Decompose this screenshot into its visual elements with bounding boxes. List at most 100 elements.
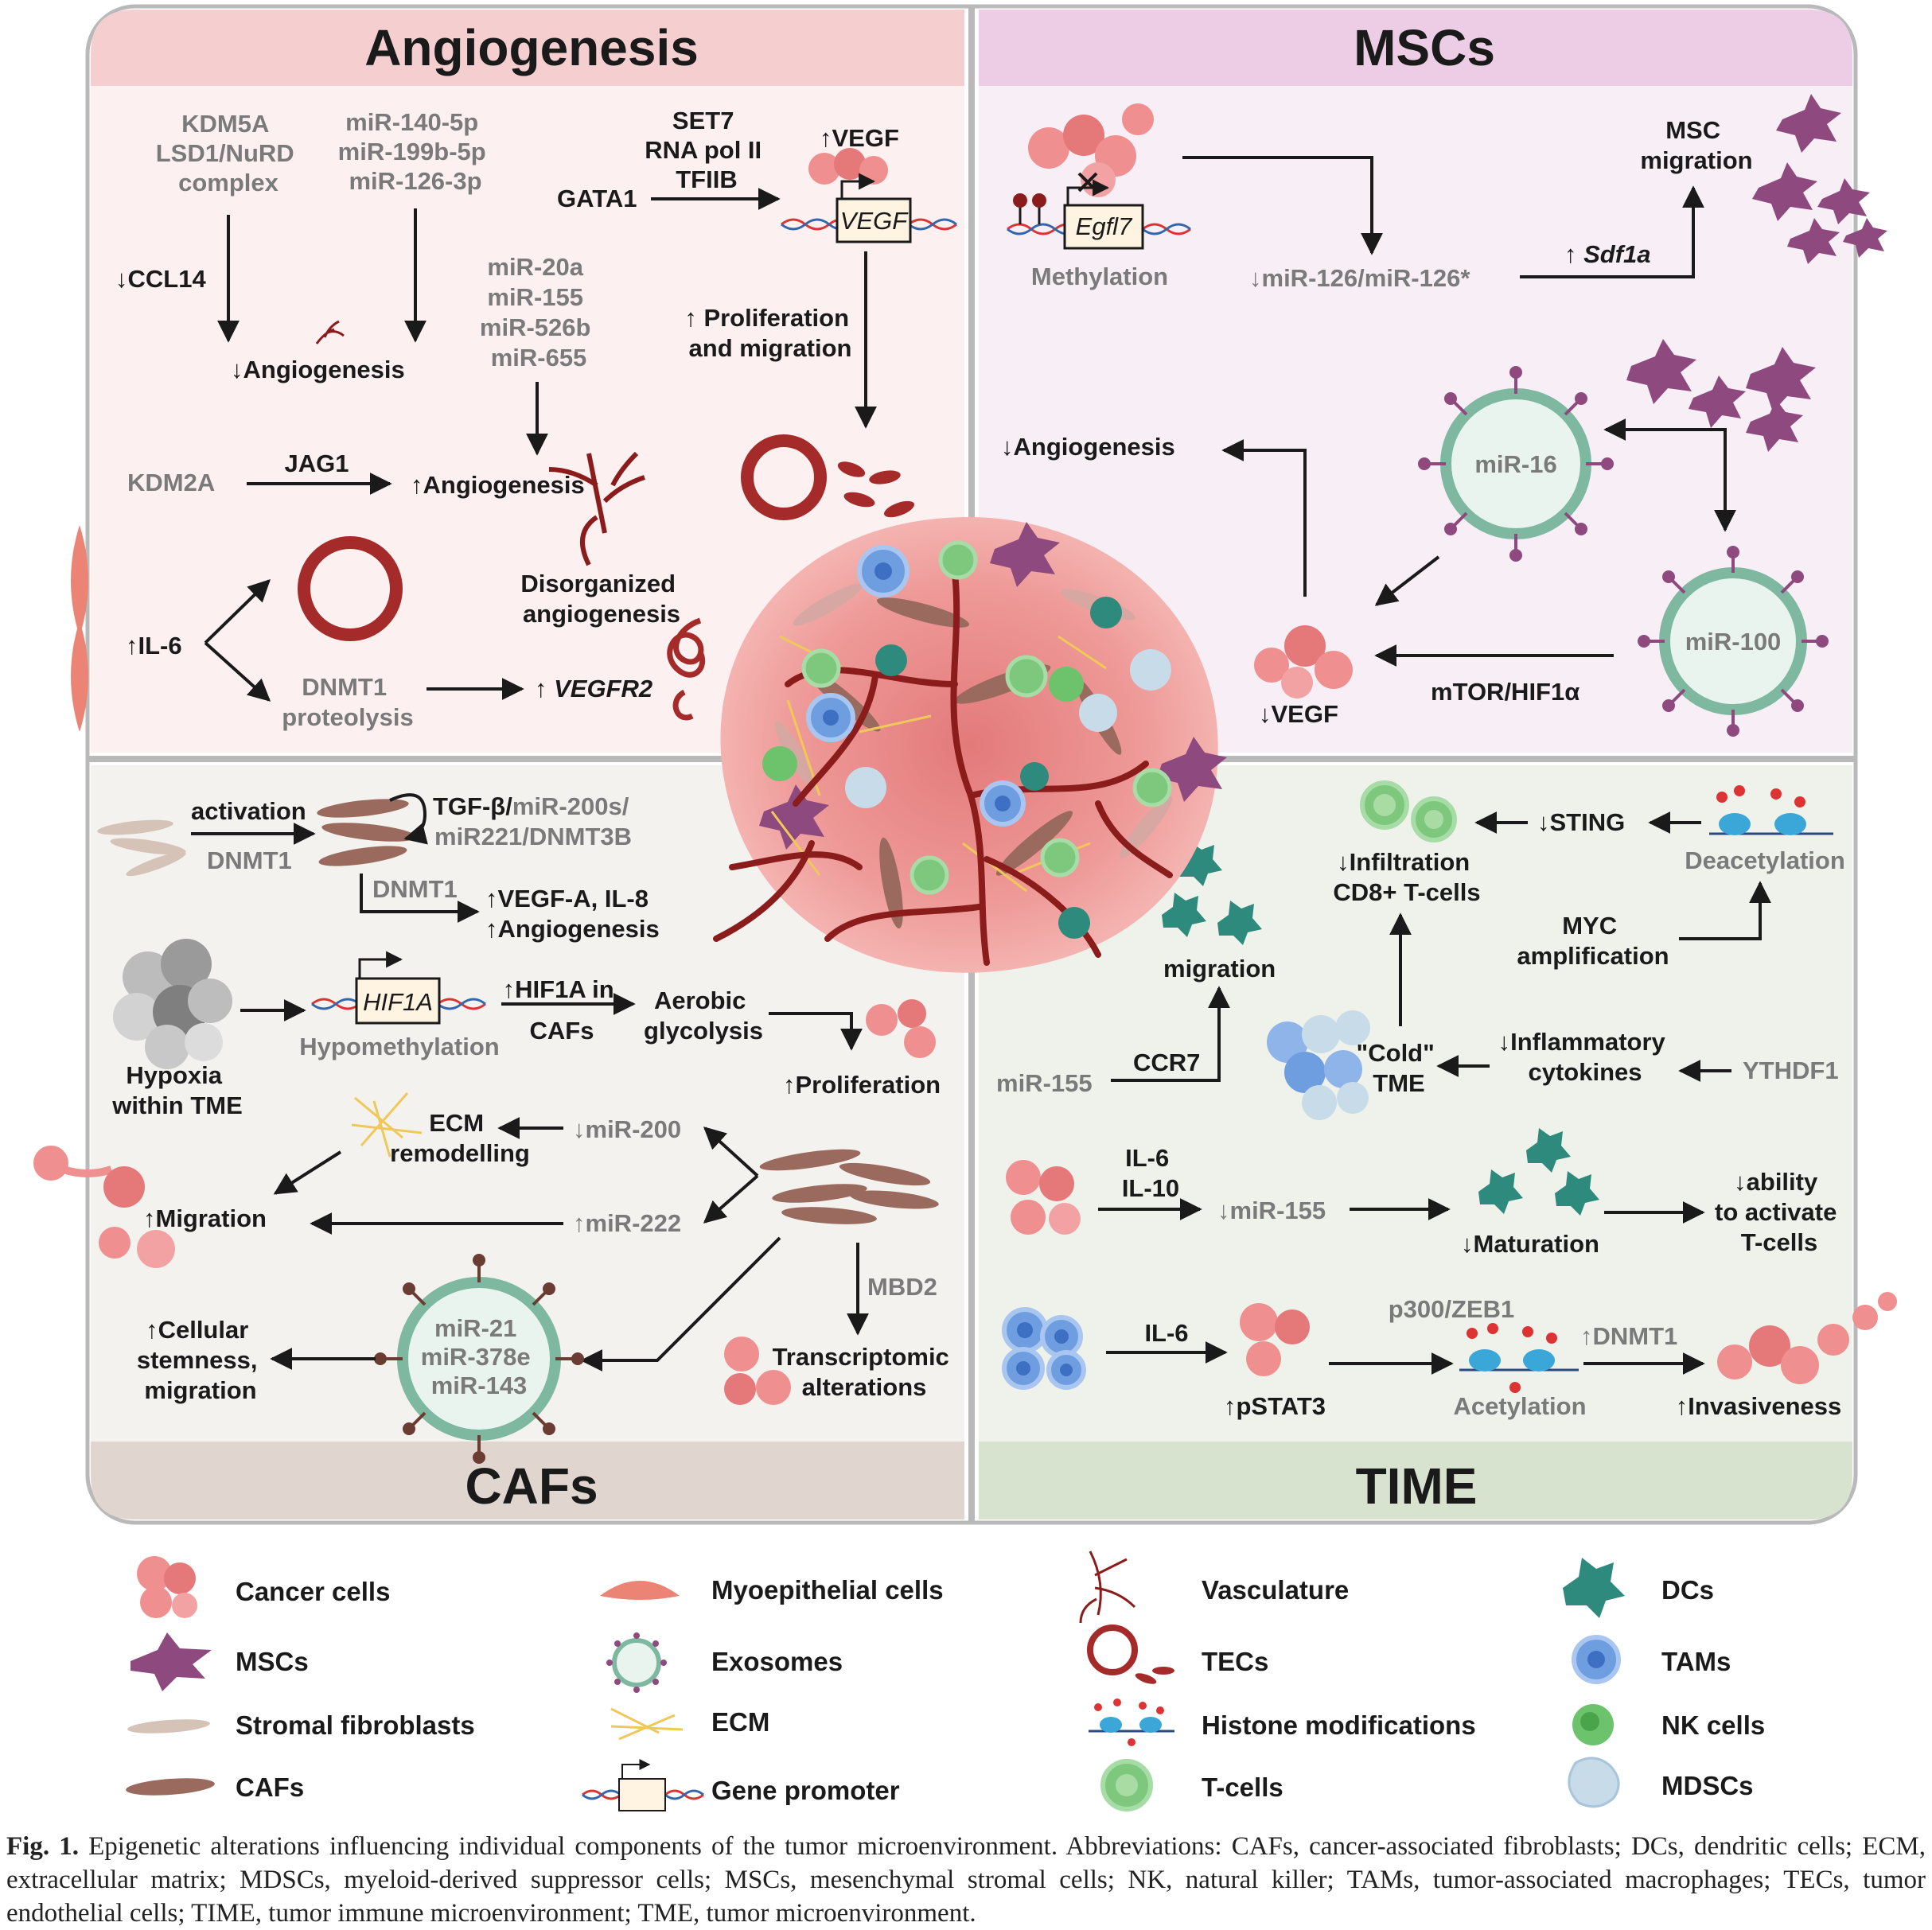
cancer-cells-icon <box>137 1556 197 1618</box>
gata1-label: GATA1 <box>557 185 637 212</box>
legend-label: TECs <box>1202 1647 1268 1676</box>
cafs-proliferation-label: ↑Proliferation <box>783 1071 941 1099</box>
vegfr2-label: ↑ VEGFR2 <box>535 675 652 702</box>
legend-item-mscs: MSCs <box>130 1632 309 1691</box>
arrow <box>1374 555 1440 606</box>
legend-label: MDSCs <box>1661 1771 1754 1800</box>
ecm-icon <box>610 1707 684 1741</box>
legend-item-cafs: CAFs <box>126 1772 304 1802</box>
disorg-label: Disorganized angiogenesis <box>520 570 682 628</box>
mir155-label: miR-155 <box>996 1069 1093 1097</box>
ythdf1-label: YTHDF1 <box>1743 1056 1839 1084</box>
legend-item-tams: TAMs <box>1572 1635 1731 1684</box>
cancer-cells-icon <box>866 999 936 1058</box>
histone-icon <box>1459 1323 1579 1393</box>
cafs-content: activation DNMT1 TGF-β/miR-200s/ miR221/… <box>33 792 949 1464</box>
down-mir155-label: ↓miR-155 <box>1217 1197 1326 1224</box>
legend-item-vasculature: Vasculature <box>1079 1551 1349 1624</box>
caf-icon <box>317 799 417 866</box>
vegf-gene-promoter-icon <box>781 173 957 243</box>
mir16-label: miR-16 <box>1474 450 1556 478</box>
cafs-migration-label: ↑Migration <box>143 1204 267 1232</box>
tam-icon <box>1002 1307 1086 1390</box>
legend-label: DCs <box>1661 1575 1714 1605</box>
ccr7-label: CCR7 <box>1133 1049 1200 1076</box>
exosome-icon <box>606 1632 667 1693</box>
hif1a-gene-label: HIF1A <box>363 988 433 1016</box>
legend-label: ECM <box>711 1707 769 1737</box>
arrow <box>703 1174 759 1224</box>
figure-caption: Fig. 1. Epigenetic alterations influenci… <box>6 1830 1926 1930</box>
arrow <box>204 641 271 702</box>
t-cell-icon <box>1360 780 1457 842</box>
legend-label: Gene promoter <box>711 1776 900 1805</box>
angio-header-bg <box>91 10 964 86</box>
prolif-label: ↑ Proliferation and migration <box>684 304 855 362</box>
arrow <box>1221 439 1307 597</box>
activation-label: activation <box>191 797 306 825</box>
arrow <box>1679 881 1771 940</box>
mir200-label: ↓miR-200 <box>573 1115 681 1143</box>
ecm-remodel-label: ECM remodelling <box>390 1109 530 1167</box>
ecm-icon <box>351 1092 423 1158</box>
mir222-label: ↑miR-222 <box>573 1209 681 1237</box>
time-title: TIME <box>1356 1457 1478 1515</box>
legend-item-histone: Histone modifications <box>1089 1698 1476 1746</box>
cold-tme-cells-icon <box>1267 1010 1370 1120</box>
mscs-header-bg <box>979 10 1852 86</box>
arrow <box>389 793 428 845</box>
msc-icon <box>1626 339 1816 452</box>
hypoxia-cells-icon <box>113 939 232 1069</box>
time-content: ↓STING Deacetylation ↓Infiltration CD8+ … <box>996 780 1897 1420</box>
arrow <box>273 1150 342 1195</box>
mbd2-label: MBD2 <box>867 1273 937 1301</box>
cafs-title: CAFs <box>465 1457 598 1515</box>
legend-item-myoepithelial: Myoepithelial cells <box>600 1575 944 1605</box>
arrow <box>1603 418 1736 532</box>
dc-icon <box>1563 1558 1625 1618</box>
legend-label: NK cells <box>1661 1710 1765 1740</box>
cancer-cells-icon <box>1254 625 1353 698</box>
dnmt1-a-label: DNMT1 <box>207 846 292 874</box>
mscs-content: Egfl7 Methylation ↓miR-126/miR-126* ↑ Sd… <box>1001 94 1887 737</box>
jag1-label: JAG1 <box>285 449 349 477</box>
legend-label: Stromal fibroblasts <box>236 1710 475 1740</box>
vegfa-label: ↑VEGF-A, IL-8 ↑Angiogenesis <box>485 885 660 943</box>
arrow <box>1520 185 1704 278</box>
tgfb-label: TGF-β/miR-200s/ <box>433 792 629 820</box>
arrow <box>360 874 480 923</box>
hypometh-label: Hypomethylation <box>299 1033 499 1060</box>
exosome-icon <box>1418 366 1614 562</box>
up-dnmt1-label: ↑DNMT1 <box>1580 1322 1677 1350</box>
cancer-cells-icon <box>1006 1160 1081 1235</box>
mscs-panel-bg <box>979 10 1852 753</box>
legend-item-ecm: ECM <box>610 1707 769 1741</box>
legend-item-mdscs: MDSCs <box>1568 1757 1754 1808</box>
myoepithelial-icon <box>71 525 88 732</box>
legend-item-exosomes: Exosomes <box>606 1632 843 1693</box>
mir126-label: ↓miR-126/miR-126* <box>1249 264 1470 292</box>
tec-icon <box>741 434 914 520</box>
vasculature-small-icon <box>315 320 345 344</box>
invasive-label: ↑Invasiveness <box>1676 1392 1842 1420</box>
sting-label: ↓STING <box>1537 808 1625 836</box>
caf-icon <box>759 1149 939 1224</box>
ability-label: ↓ability to activate T-cells <box>1715 1168 1844 1256</box>
mir140-label: miR-140-5p miR-199b-5p miR-126-3p <box>338 108 493 195</box>
mir20a-label: miR-20a miR-155 miR-526b miR-655 <box>480 253 598 372</box>
legend-item-dcs: DCs <box>1563 1558 1714 1618</box>
msc-icon <box>130 1632 212 1691</box>
cafs-panel-bg <box>91 765 964 1519</box>
t-cell-icon <box>1100 1759 1153 1811</box>
arrow <box>580 1236 781 1372</box>
stromal-fibroblast-icon <box>97 819 186 877</box>
vasculature-icon <box>1079 1551 1136 1624</box>
cancer-cells-icon <box>1240 1303 1310 1376</box>
legend-label: CAFs <box>236 1772 304 1802</box>
legend-label: TAMs <box>1661 1647 1731 1676</box>
stromal-fibroblast-icon <box>127 1719 210 1733</box>
infiltration-label: ↓Infiltration CD8+ T-cells <box>1333 848 1480 906</box>
hypoxia-label: Hypoxia within TME <box>111 1061 243 1119</box>
il6il10-label: IL-6 IL-10 <box>1122 1144 1179 1202</box>
